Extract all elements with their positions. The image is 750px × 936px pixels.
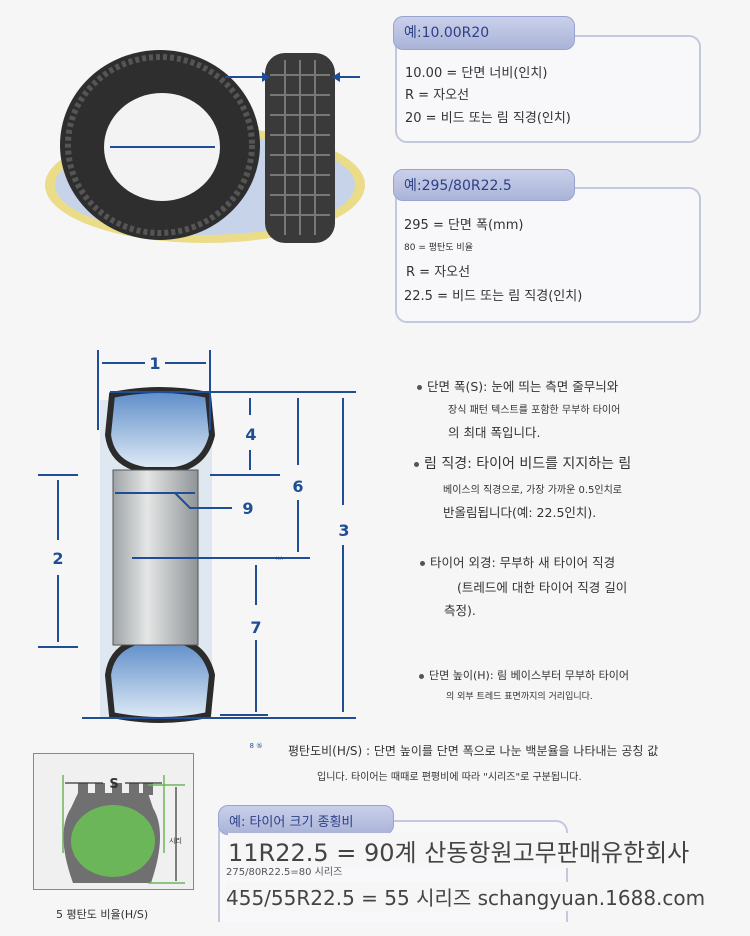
definition-section-width: 단면 폭(S): 눈에 띄는 측면 줄무늬와 xyxy=(417,376,618,395)
example-3-line: 275/80R22.5=80 시리즈 xyxy=(226,867,343,878)
example-2-line: 295 = 단면 폭(mm) xyxy=(404,218,524,233)
label-3: 3 xyxy=(338,521,349,540)
definition-line: 장식 패턴 텍스트를 포함한 무부하 타이어 xyxy=(448,405,621,416)
example-2-line: R = 자오선 xyxy=(406,265,471,280)
label-ha: H.A xyxy=(276,556,283,561)
definition-rim-diameter: 림 직경: 타이어 비드를 지지하는 림 xyxy=(414,453,631,473)
s-label: S xyxy=(109,777,118,792)
aspect-ratio-diagram: S 시리 xyxy=(33,753,194,890)
aspect-ratio-caption: 5 평탄도 비율(H/S) xyxy=(56,908,149,921)
example-3-line: 11R22.5 = 90계 산동항원고무판매유한회사 xyxy=(228,833,690,868)
label-6: 6 xyxy=(292,477,303,496)
definition-line: (트레드에 대한 타이어 직경 길이 xyxy=(457,580,628,595)
h-label: 시리 xyxy=(169,836,182,845)
label-4: 4 xyxy=(245,425,256,444)
tire-illustration xyxy=(45,50,365,243)
definition-line: 의 최대 폭입니다. xyxy=(448,425,541,440)
example-1-title: 예:10.00R20 xyxy=(393,16,575,50)
aspect-ratio-note: 평탄도비(H/S) : 단면 높이를 단면 폭으로 나눈 백분율을 나타내는 공… xyxy=(288,744,659,758)
label-1: 1 xyxy=(149,354,160,373)
example-1-line: 10.00 = 단면 너비(인치) xyxy=(405,66,548,81)
tire-cross-section-diagram: 1 2 3 4 6 7 9 8 ⑤ H.A xyxy=(38,350,356,750)
label-9: 9 xyxy=(242,499,253,518)
aspect-ratio-note: 입니다. 타이어는 때때로 편평비에 따라 "시리즈"로 구분됩니다. xyxy=(317,772,582,783)
example-box-2 xyxy=(395,187,701,323)
definition-section-height: 단면 높이(H): 림 베이스부터 무부하 타이어 xyxy=(419,667,629,683)
example-1-line: 20 = 비드 또는 림 직경(인치) xyxy=(405,111,571,126)
definition-line: 의 외부 트레드 표면까지의 거리입니다. xyxy=(446,692,593,702)
label-2: 2 xyxy=(52,549,63,568)
example-2-line: 80 = 평탄도 비율 xyxy=(404,243,473,253)
example-3-line: 455/55R22.5 = 55 시리즈 schangyuan.1688.com xyxy=(226,882,706,911)
definition-outer-diameter: 타이어 외경: 무부하 새 타이어 직경 xyxy=(420,552,615,571)
definition-line: 측정). xyxy=(444,603,476,618)
example-2-line: 22.5 = 비드 또는 림 직경(인치) xyxy=(404,289,583,304)
definition-line: 반올림됩니다(예: 22.5인치). xyxy=(443,505,597,520)
example-2-title: 예:295/80R22.5 xyxy=(393,169,575,201)
label-7: 7 xyxy=(250,618,261,637)
example-1-line: R = 자오선 xyxy=(405,88,470,103)
definition-line: 베이스의 직경으로, 가장 가까운 0.5인치로 xyxy=(443,485,622,496)
example-3-title: 예: 타이어 크기 종횡비 xyxy=(218,805,394,835)
label-8: 8 ⑤ xyxy=(250,742,263,750)
